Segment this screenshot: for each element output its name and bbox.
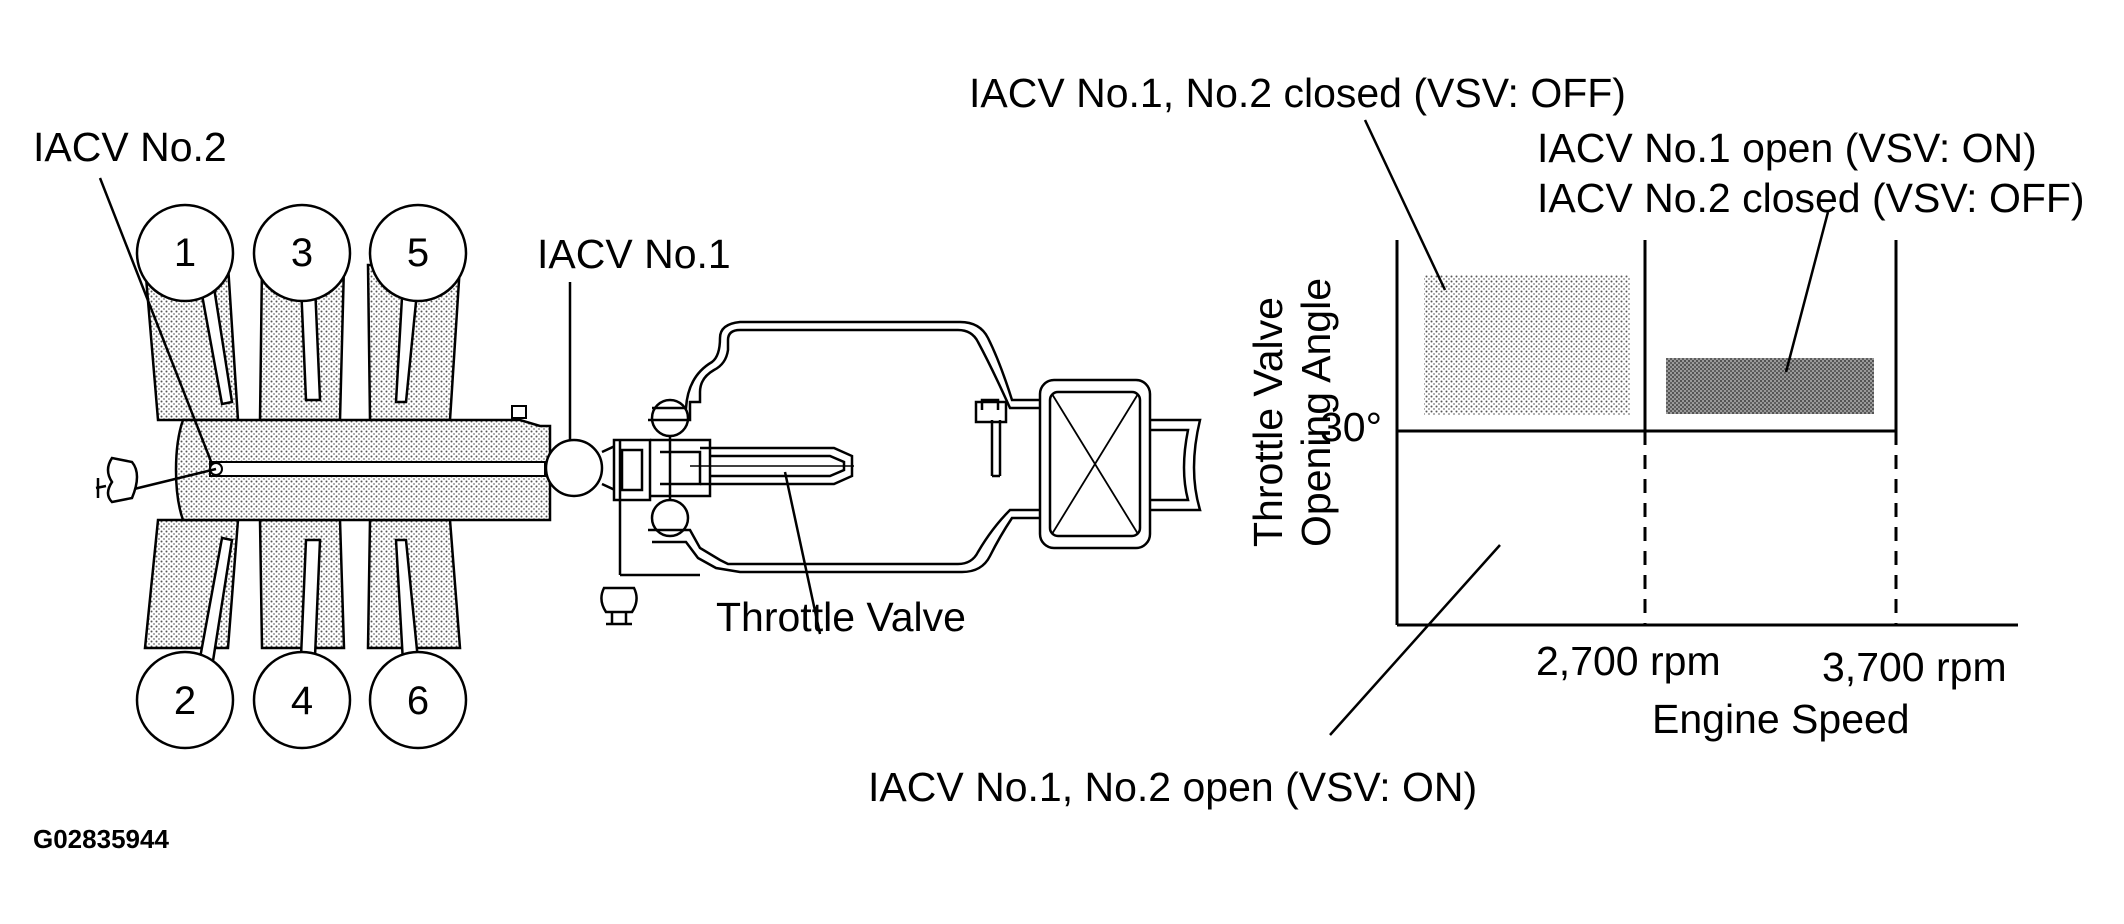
iacv-no1-label: IACV No.1 — [537, 231, 731, 277]
cylinder-4 — [252, 650, 352, 750]
iacv-no2-actuator — [95, 456, 217, 504]
cylinder-6-label: 6 — [407, 679, 429, 723]
region-no1-open-no2-closed — [1666, 358, 1874, 414]
cylinder-3-label: 3 — [291, 231, 313, 275]
iacv-no1-valve — [544, 438, 652, 502]
plenum-boss — [511, 405, 527, 419]
cylinders — [135, 203, 468, 750]
iacv-no2-label: IACV No.2 — [33, 124, 227, 170]
callout-both-open: IACV No.1, No.2 open (VSV: ON) — [868, 764, 1477, 810]
throttle-valve — [690, 446, 854, 486]
figure-code: G02835944 — [33, 824, 169, 854]
cylinder-4-label: 4 — [291, 679, 313, 723]
plenum-center-bore — [209, 461, 546, 477]
throttle-graph: Throttle Valve Opening Angle 30° 2,700 r… — [868, 70, 2085, 810]
x-tick-2700: 2,700 rpm — [1536, 638, 1721, 684]
throttle-body — [600, 398, 712, 626]
cylinder-1-label: 1 — [174, 231, 196, 275]
intake-manifold — [143, 263, 552, 650]
callout-mid-line2: IACV No.2 closed (VSV: OFF) — [1537, 175, 2085, 221]
graph-dashed-lines — [1643, 431, 1898, 625]
duct-sensor — [974, 398, 1008, 478]
graph-leader-lines — [1329, 119, 1830, 736]
callout-mid-line1: IACV No.1 open (VSV: ON) — [1537, 125, 2037, 171]
throttle-valve-label: Throttle Valve — [716, 594, 966, 640]
y-axis-label-line1: Throttle Valve — [1245, 297, 1291, 547]
y-axis-label-line2: Opening Angle — [1293, 278, 1339, 547]
cylinder-5-label: 5 — [407, 231, 429, 275]
engine-leader-lines — [98, 177, 822, 635]
cylinder-1 — [135, 203, 235, 303]
cylinder-3 — [252, 203, 352, 303]
cylinder-6 — [368, 650, 468, 750]
engine-schematic: 1 3 5 2 4 6 — [33, 124, 1202, 750]
cylinder-2-label: 2 — [174, 679, 196, 723]
cylinder-numbers: 1 3 5 2 4 6 — [174, 231, 429, 723]
air-cleaner — [1038, 378, 1202, 550]
cylinder-5 — [368, 203, 468, 303]
callout-both-closed: IACV No.1, No.2 closed (VSV: OFF) — [969, 70, 1626, 116]
x-tick-3700: 3,700 rpm — [1822, 644, 2007, 690]
cylinder-2 — [135, 650, 235, 750]
region-both-closed — [1424, 275, 1630, 415]
x-axis-label: Engine Speed — [1652, 696, 1910, 742]
y-tick-30deg: 30° — [1320, 404, 1382, 450]
